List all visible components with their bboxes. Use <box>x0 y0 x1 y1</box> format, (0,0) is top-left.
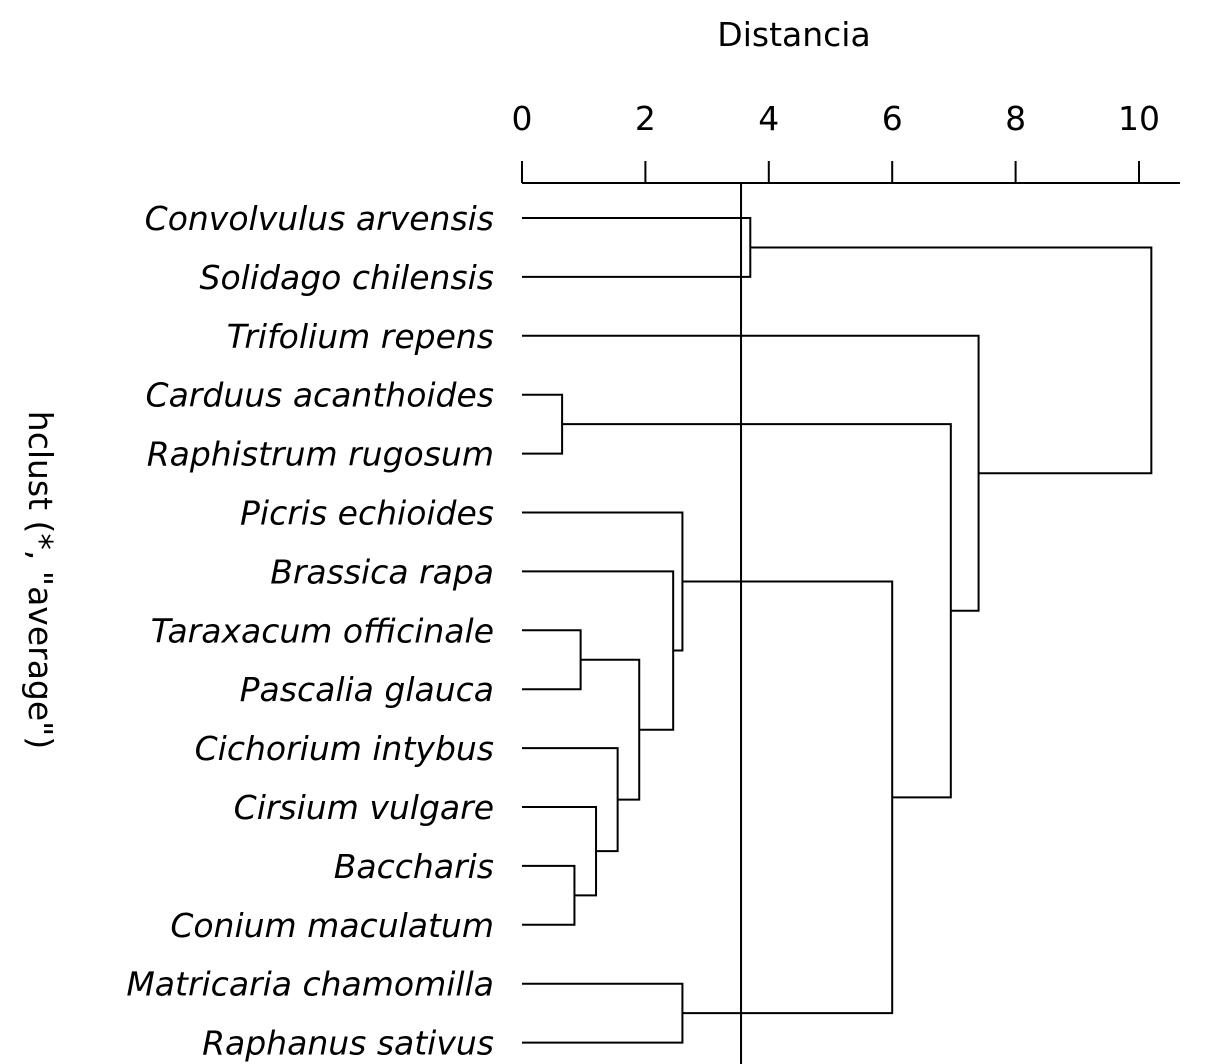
leaf-label: Raphanus sativus <box>202 1024 494 1063</box>
leaf-label: Picris echioides <box>240 494 494 533</box>
branch-m4 <box>522 629 582 691</box>
branch-m8 <box>522 570 675 731</box>
leaf-label: Convolvulus arvensis <box>145 199 494 238</box>
leaf-label: Trifolium repens <box>227 317 494 356</box>
branch-m6 <box>522 747 619 853</box>
leaf-label: Cirsium vulgare <box>234 788 494 827</box>
branch-m7 <box>580 658 641 801</box>
branch-m14 <box>750 246 1153 475</box>
leaf-label: Solidago chilensis <box>200 258 494 297</box>
leaf-label: Cichorium intybus <box>195 729 494 768</box>
branch-m1 <box>522 217 752 278</box>
x-tick-label-4: 4 <box>758 99 779 138</box>
x-tick-label-6: 6 <box>882 99 903 138</box>
leaf-label: Matricaria chamomilla <box>126 965 494 1004</box>
branch-m10 <box>522 982 684 1044</box>
x-tick-label-8: 8 <box>1005 99 1026 138</box>
x-axis: 0 2 4 6 8 10 <box>512 99 1180 184</box>
branch-m2 <box>522 393 564 455</box>
leaf-label: Pascalia glauca <box>240 670 494 709</box>
x-axis-title: Distancia <box>717 15 870 54</box>
branch-m3 <box>522 864 576 926</box>
dendrogram-branches <box>522 217 1153 1044</box>
x-tick-label-10: 10 <box>1118 99 1160 138</box>
x-tick-label-0: 0 <box>512 99 533 138</box>
x-tick-label-2: 2 <box>635 99 656 138</box>
leaf-label: Conium maculatum <box>170 906 494 945</box>
leaf-label: Raphistrum rugosum <box>147 435 494 474</box>
leaf-label: Brassica rapa <box>270 552 494 591</box>
leaf-label: Carduus acanthoides <box>146 376 494 415</box>
y-axis-title: hclust (*, "average") <box>21 411 60 749</box>
branch-m5 <box>522 806 598 897</box>
branch-m13 <box>522 334 980 612</box>
leaf-label: Baccharis <box>334 847 494 886</box>
leaf-label: Taraxacum officinale <box>151 611 494 650</box>
branch-m11 <box>682 580 894 1015</box>
